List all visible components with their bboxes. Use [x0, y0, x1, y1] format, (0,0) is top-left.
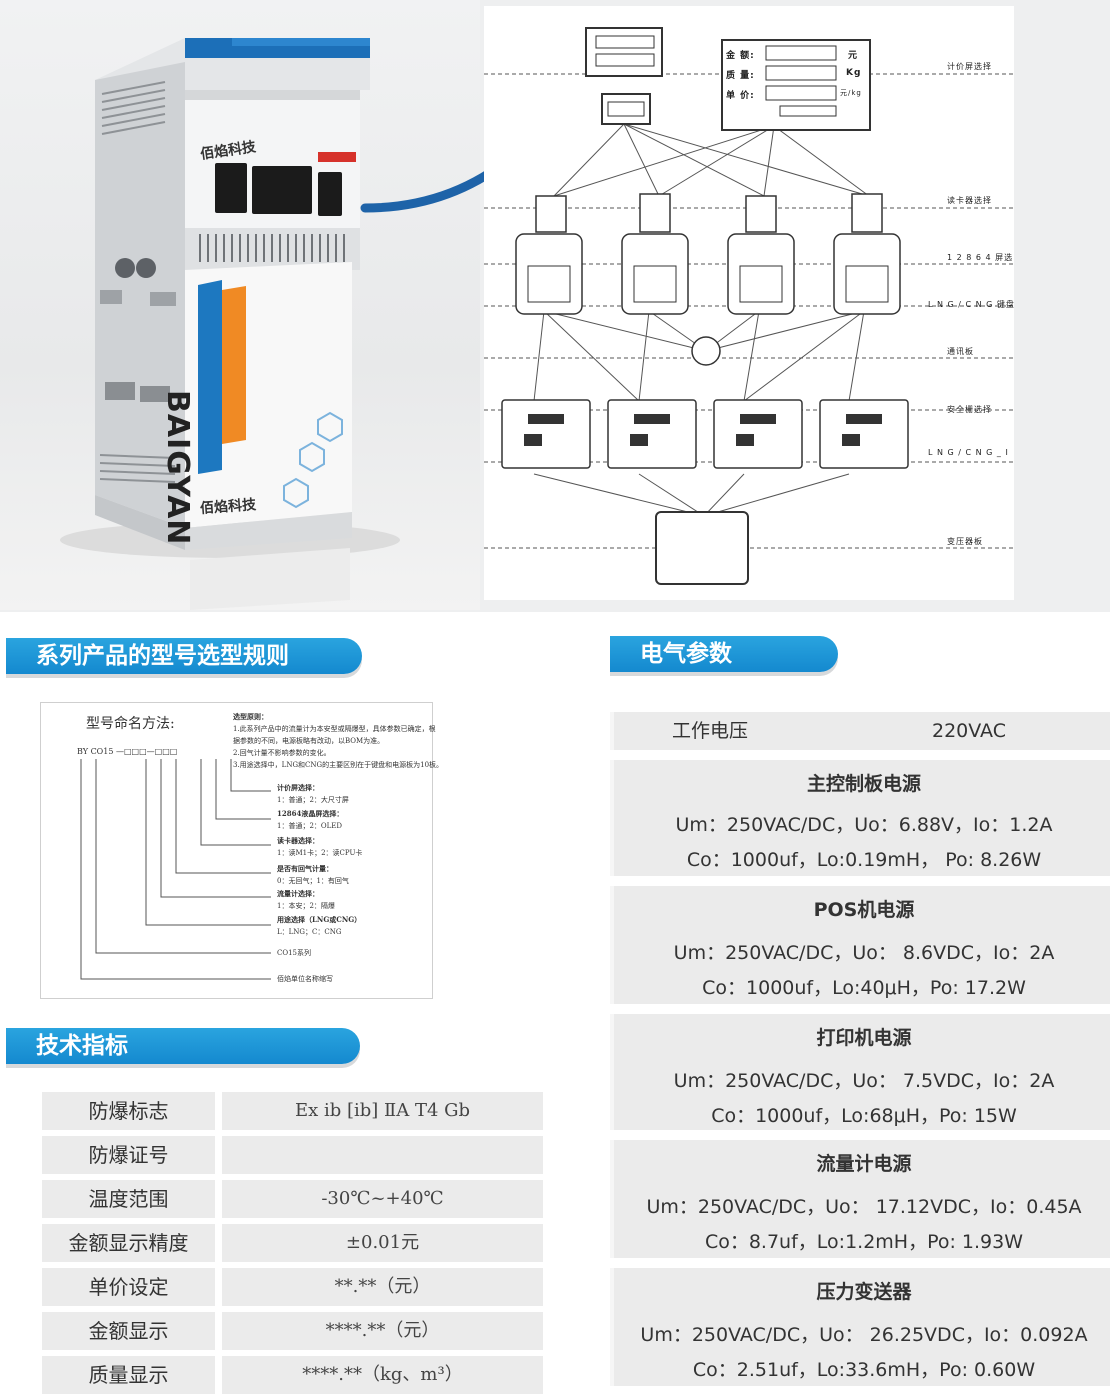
elec-block-line1: Um：250VAC/DC，Uo： 26.25VDC，Io：0.092A — [640, 1324, 1088, 1346]
elec-block-line1: Um：250VAC/DC，Uo： 8.6VDC，Io：2A — [673, 942, 1055, 964]
opt-reader-title: 读卡器选择： — [277, 836, 319, 845]
spec-row: 金额显示 ****.**（元） — [42, 1312, 543, 1350]
elec-block-pressure-transmitter: 压力变送器 Um：250VAC/DC，Uo： 26.25VDC，Io：0.092… — [610, 1268, 1110, 1386]
spec-row: 温度范围 -30℃~+40℃ — [42, 1180, 543, 1218]
price-row2-unit: Kg — [846, 68, 862, 78]
elec-block-main-board: 主控制板电源 Um：250VAC/DC，Uo：6.88V，Io：1.2A Co：… — [610, 760, 1110, 876]
spec-value: -30℃~+40℃ — [222, 1180, 543, 1218]
naming-bracket-lines — [80, 759, 271, 980]
price-row1-unit: 元 — [848, 51, 859, 61]
elec-block-line1: Um：250VAC/DC，Uo：6.88V，Io：1.2A — [675, 814, 1053, 836]
spec-row: 防爆标志 Ex ib [ib] ⅡA T4 Gb — [42, 1092, 543, 1130]
spec-value: ****.**（元） — [222, 1312, 543, 1350]
elec-block-line2: Co：1000uf，Lo:68μH，Po: 15W — [711, 1105, 1017, 1127]
spec-value: ****.**（kg、m³） — [222, 1356, 543, 1394]
diagram-lines — [484, 27, 1014, 585]
opt-company-abbr: 佰焰单位名称缩写 — [277, 975, 333, 983]
spec-row: 质量显示 ****.**（kg、m³） — [42, 1356, 543, 1394]
spec-row: 防爆证号 — [42, 1136, 543, 1174]
label-card-reader: 读卡器选择 — [947, 196, 992, 205]
elec-block-pos: POS机电源 Um：250VAC/DC，Uo： 8.6VDC，Io：2A Co：… — [610, 886, 1110, 1004]
elec-block-title: 流量计电源 — [816, 1153, 912, 1175]
brand-en-vertical: BAIGYAN — [160, 390, 195, 546]
spec-row: 单价设定 **.**（元） — [42, 1268, 543, 1306]
price-row2-label: 质 量: — [726, 71, 755, 81]
elec-block-title: 主控制板电源 — [806, 773, 921, 795]
opt-usage-values: L：LNG；C：CNG — [277, 928, 342, 936]
spec-row: 金额显示精度 ±0.01元 — [42, 1224, 543, 1262]
spec-label: 质量显示 — [42, 1356, 215, 1394]
principle-3: 2.回气计量不影响参数的变化。 — [233, 749, 331, 757]
elec-block-title: 打印机电源 — [816, 1027, 912, 1049]
opt-flowmeter-title: 流量计选择： — [277, 889, 319, 898]
elec-block-line1: Um：250VAC/DC，Uo： 17.12VDC，Io：0.45A — [646, 1196, 1082, 1218]
naming-code: BY CO15 —□□□—□□□ — [77, 747, 178, 756]
tech-spec-header: 技术指标 — [6, 1028, 360, 1064]
naming-rule-header: 系列产品的型号选型规则 — [6, 638, 362, 674]
principle-2: 据参数的不同，电源板略有改动，以BOM为准。 — [233, 737, 385, 745]
opt-price-screen-title: 计价屏选择： — [277, 783, 319, 792]
elec-block-title: POS机电源 — [813, 899, 915, 921]
principle-1: 1.此系列产品中的流量计为本安型或隔爆型，具体参数已确定，根 — [233, 725, 436, 733]
elec-block-line2: Co：8.7uf，Lo:1.2mH，Po: 1.93W — [704, 1231, 1024, 1253]
spec-value: **.**（元） — [222, 1268, 543, 1306]
opt-usage-title: 用途选择（LNG或CNG） — [277, 915, 362, 924]
elec-block-line2: Co：1000uf，Lo:0.19mH， Po: 8.26W — [686, 849, 1042, 871]
opt-series: CO15系列 — [277, 949, 312, 957]
dispenser-illustration: 佰焰科技 BAIGYAN 佰焰科技 — [0, 0, 480, 610]
elec-block-printer: 打印机电源 Um：250VAC/DC，Uo： 7.5VDC，Io：2A Co：1… — [610, 1014, 1110, 1130]
opt-reader-values: 1：读M1卡；2：读CPU卡 — [277, 849, 363, 857]
elec-block-flowmeter: 流量计电源 Um：250VAC/DC，Uo： 17.12VDC，Io：0.45A… — [610, 1140, 1110, 1258]
label-comm-board: 通讯板 — [947, 347, 974, 356]
voltage-label: 工作电压 — [672, 720, 749, 742]
elec-block-line1: Um：250VAC/DC，Uo： 7.5VDC，Io：2A — [673, 1070, 1055, 1092]
opt-lcd-values: 1：普通；2：OLED — [277, 822, 343, 830]
elec-block-title: 压力变送器 — [816, 1281, 912, 1303]
dispenser-drawing — [60, 38, 400, 610]
system-block-diagram: 金 额: 元 质 量: Kg 单 价: 元/kg 计价屏选择 读卡器选择 1 2… — [484, 6, 1014, 600]
spec-label: 防爆证号 — [42, 1136, 215, 1174]
voltage-row: 工作电压 220VAC — [610, 712, 1110, 750]
opt-price-screen-values: 1：普通；2：大尺寸屏 — [277, 796, 349, 804]
opt-flowmeter-values: 1：本安；2：隔爆 — [277, 902, 335, 910]
price-row1-label: 金 额: — [726, 51, 755, 61]
price-row3-label: 单 价: — [726, 91, 755, 101]
spec-label: 单价设定 — [42, 1268, 215, 1306]
spec-label: 温度范围 — [42, 1180, 215, 1218]
opt-lcd-title: 12864液晶屏选择： — [277, 809, 344, 818]
elec-block-line2: Co：2.51uf，Lo:33.6mH，Po: 0.60W — [692, 1359, 1036, 1381]
electrical-params-header: 电气参数 — [610, 636, 838, 672]
opt-return-gas-values: 0：无回气；1：有回气 — [277, 877, 349, 885]
label-lcd-screen: 1 2 8 6 4 屏选 — [947, 253, 1014, 262]
principles-title: 选型原则： — [233, 712, 268, 721]
spec-label: 防爆标志 — [42, 1092, 215, 1130]
label-price-screen: 计价屏选择 — [947, 62, 992, 71]
principle-4: 3.用途选择中，LNG和CNG的主要区别在于键盘和电源板为10板。 — [233, 761, 444, 769]
spec-value — [222, 1136, 543, 1174]
label-lng-cng-io: L N G / C N G _ I — [928, 448, 1009, 457]
naming-method-label: 型号命名方法: — [86, 716, 175, 732]
naming-rule-card: 型号命名方法: BY CO15 —□□□—□□□ 选型原则： 1.此系列产品中的… — [40, 702, 443, 999]
spec-value: ±0.01元 — [222, 1224, 543, 1262]
price-row3-unit: 元/kg — [840, 89, 862, 97]
opt-return-gas-title: 是否有回气计量： — [277, 864, 333, 873]
label-transformer: 变压器板 — [947, 537, 983, 546]
brand-cn-bottom: 佰焰科技 — [199, 497, 257, 517]
spec-label: 金额显示精度 — [42, 1224, 215, 1262]
elec-block-line2: Co：1000uf，Lo:40μH，Po: 17.2W — [702, 977, 1026, 999]
label-barrier: 安全栅选择 — [947, 405, 992, 414]
spec-value: Ex ib [ib] ⅡA T4 Gb — [222, 1092, 543, 1130]
spec-label: 金额显示 — [42, 1312, 215, 1350]
label-keyboard: L N G / C N G 键盘 — [928, 300, 1015, 309]
voltage-value: 220VAC — [932, 720, 1006, 742]
